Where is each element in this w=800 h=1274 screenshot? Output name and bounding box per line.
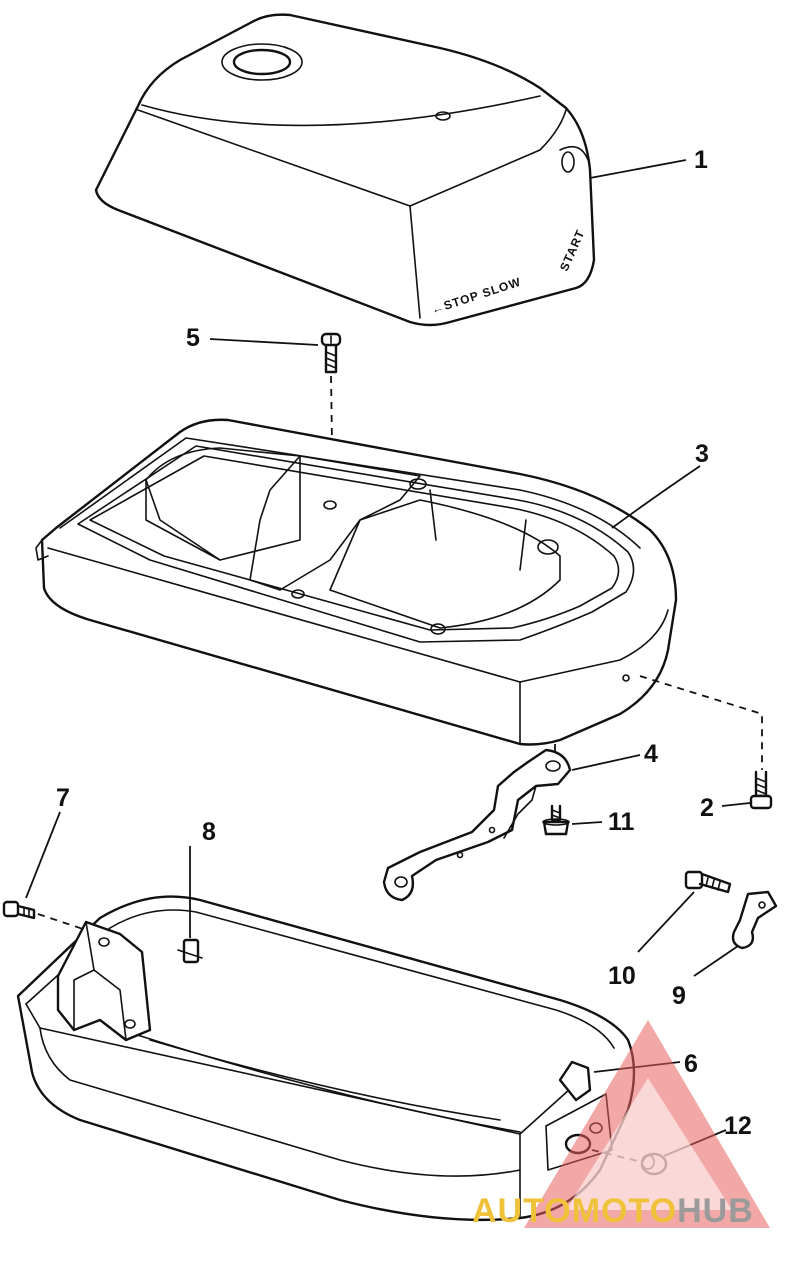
callout-4: 4 bbox=[644, 740, 658, 768]
dashed-alignment-2 bbox=[639, 675, 763, 770]
watermark-text-moto: MOTO bbox=[572, 1192, 677, 1230]
watermark-text-hub: HUB bbox=[677, 1192, 754, 1230]
callout-10: 10 bbox=[608, 962, 636, 990]
leader-line-7 bbox=[25, 811, 61, 899]
leader-line-10 bbox=[637, 891, 695, 953]
callout-5: 5 bbox=[186, 324, 200, 352]
leader-line-11 bbox=[571, 821, 603, 825]
screw-part-2 bbox=[749, 770, 773, 810]
leader-line-5 bbox=[209, 338, 319, 346]
callout-12: 12 bbox=[724, 1112, 752, 1140]
leader-line-1 bbox=[589, 159, 687, 179]
leader-line-9 bbox=[693, 945, 739, 977]
lower-cover-part-3 bbox=[35, 418, 678, 746]
automotohub-watermark: AUTOMOTOHUB bbox=[472, 1020, 770, 1230]
callout-1: 1 bbox=[694, 146, 708, 174]
bracket-part-4 bbox=[382, 744, 572, 902]
watermark-text-auto: AUTO bbox=[472, 1192, 572, 1230]
leader-line-4 bbox=[571, 754, 641, 771]
screw-part-7 bbox=[2, 900, 36, 920]
screw-part-11 bbox=[542, 804, 570, 836]
screw-part-10 bbox=[684, 870, 732, 894]
callout-7: 7 bbox=[56, 784, 70, 812]
dashed-alignment-7 bbox=[37, 913, 93, 933]
leader-line-3 bbox=[611, 465, 701, 529]
callout-11: 11 bbox=[608, 808, 635, 836]
callout-9: 9 bbox=[672, 982, 686, 1010]
callout-3: 3 bbox=[695, 440, 709, 468]
callout-8: 8 bbox=[202, 818, 216, 846]
motor-housing-part-6 bbox=[16, 895, 636, 1222]
top-cover-part: ←STOP SLOW START bbox=[94, 13, 596, 327]
latch-part-9 bbox=[731, 890, 778, 950]
callout-6: 6 bbox=[684, 1050, 698, 1078]
leader-line-2 bbox=[721, 802, 751, 807]
watermark-text: AUTOMOTOHUB bbox=[472, 1192, 754, 1230]
callout-2: 2 bbox=[700, 794, 714, 822]
screw-part-5 bbox=[320, 332, 342, 374]
